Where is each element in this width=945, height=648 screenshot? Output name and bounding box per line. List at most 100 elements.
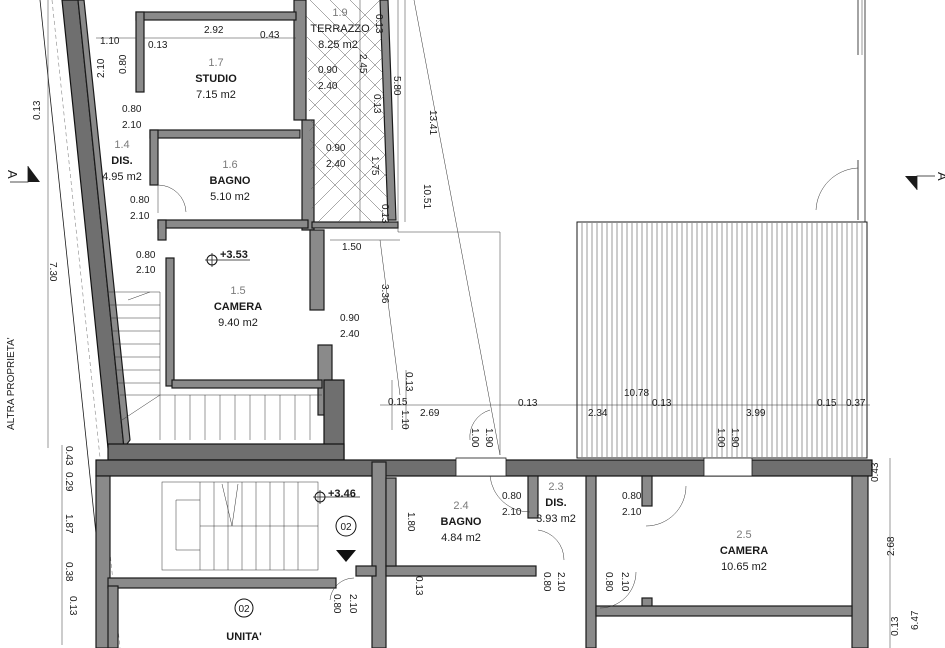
svg-text:1.80: 1.80 (405, 512, 416, 532)
svg-text:0.13: 0.13 (379, 204, 390, 224)
svg-text:0.80: 0.80 (603, 572, 614, 592)
lower-door-swings (329, 475, 687, 609)
svg-text:2.34: 2.34 (588, 408, 608, 419)
svg-text:2.10: 2.10 (555, 572, 566, 592)
section-mark-right: A (905, 172, 945, 190)
svg-text:10.78: 10.78 (624, 388, 649, 399)
svg-text:8.25 m2: 8.25 m2 (318, 39, 358, 51)
svg-text:1.10: 1.10 (100, 36, 120, 47)
svg-text:2.45: 2.45 (357, 54, 368, 74)
room-bagno-1: 1.6 BAGNO 5.10 m2 (210, 159, 251, 203)
svg-text:0.43: 0.43 (260, 30, 280, 41)
svg-text:2.10: 2.10 (347, 594, 358, 614)
svg-text:6.47: 6.47 (910, 610, 921, 630)
svg-text:2.5: 2.5 (736, 529, 751, 541)
svg-text:A: A (935, 172, 945, 181)
svg-text:0.80: 0.80 (331, 594, 342, 614)
lower-staircase (161, 481, 319, 571)
svg-text:0.80: 0.80 (122, 104, 142, 115)
svg-text:+3.46: +3.46 (328, 488, 356, 500)
svg-text:4.95 m2: 4.95 m2 (102, 171, 142, 183)
svg-text:0.43: 0.43 (63, 446, 74, 466)
svg-text:2.68: 2.68 (886, 536, 897, 556)
svg-text:UNITA': UNITA' (226, 631, 262, 643)
svg-text:7.30: 7.30 (47, 262, 58, 282)
upper-staircase (108, 291, 322, 440)
svg-text:0.29: 0.29 (63, 472, 74, 492)
svg-text:2.40: 2.40 (340, 329, 360, 340)
svg-text:1.87: 1.87 (63, 514, 74, 534)
svg-text:5.10 m2: 5.10 m2 (210, 191, 250, 203)
svg-text:0.13: 0.13 (373, 14, 384, 34)
svg-text:1.50: 1.50 (342, 242, 362, 253)
upper-right-boundary (815, 0, 866, 222)
svg-text:02: 02 (238, 604, 250, 615)
side-label: ALTRA PROPRIETA' (6, 337, 17, 430)
svg-text:2.10: 2.10 (622, 507, 642, 518)
room-bagno-2: 2.4 BAGNO 4.84 m2 (441, 500, 482, 544)
svg-text:2.10: 2.10 (619, 572, 630, 592)
svg-text:3.93 m2: 3.93 m2 (536, 513, 576, 525)
svg-text:0.13: 0.13 (518, 398, 538, 409)
room-dis-2: 2.3 DIS. 3.93 m2 (536, 481, 576, 525)
room-camera-1: 1.5 CAMERA 9.40 m2 (214, 285, 262, 329)
svg-text:BAGNO: BAGNO (441, 516, 482, 528)
svg-text:1.00: 1.00 (469, 428, 480, 448)
svg-text:13.41: 13.41 (427, 110, 438, 135)
svg-text:0.38: 0.38 (63, 562, 74, 582)
svg-text:0.13: 0.13 (32, 100, 43, 120)
svg-text:1.7: 1.7 (208, 57, 223, 69)
svg-text:A: A (5, 170, 20, 179)
svg-text:0.13: 0.13 (403, 372, 414, 392)
svg-text:2.10: 2.10 (130, 211, 150, 222)
svg-text:1.9: 1.9 (332, 7, 347, 19)
svg-text:10.51: 10.51 (421, 184, 432, 209)
svg-text:DIS.: DIS. (111, 155, 132, 167)
section-mark-left: A (5, 166, 40, 183)
svg-text:0.15: 0.15 (388, 397, 408, 408)
svg-text:9.40 m2: 9.40 m2 (218, 317, 258, 329)
level-marker-upper: +3.53 (205, 249, 250, 267)
svg-text:4.84 m2: 4.84 m2 (441, 532, 481, 544)
lower-walls (95, 457, 873, 648)
svg-text:1.90: 1.90 (483, 428, 494, 448)
arrow-down-icon (336, 550, 356, 562)
unit-block: 02 UNITA' (226, 598, 262, 643)
svg-text:2.69: 2.69 (420, 408, 440, 419)
svg-text:2.3: 2.3 (548, 481, 563, 493)
svg-text:7.15 m2: 7.15 m2 (196, 89, 236, 101)
svg-text:STUDIO: STUDIO (195, 73, 237, 85)
svg-text:0.15: 0.15 (817, 398, 837, 409)
svg-text:0.80: 0.80 (622, 491, 642, 502)
svg-text:3.36: 3.36 (379, 284, 390, 304)
svg-text:0.80: 0.80 (502, 491, 522, 502)
roof-hatch-block (576, 221, 868, 459)
upper-walls (61, 0, 399, 461)
room-dis-1: 1.4 DIS. 4.95 m2 (102, 139, 142, 183)
room-studio: 1.7 STUDIO 7.15 m2 (195, 57, 237, 101)
svg-text:2.10: 2.10 (96, 58, 107, 78)
dimension-lines (47, 0, 891, 648)
upper-door-swings (157, 184, 491, 441)
svg-text:0.80: 0.80 (130, 195, 150, 206)
svg-text:02: 02 (340, 522, 352, 533)
room-terrazzo: 1.9 TERRAZZO 8.25 m2 (310, 7, 370, 51)
svg-text:0.37: 0.37 (846, 398, 866, 409)
svg-text:0.90: 0.90 (318, 65, 338, 76)
svg-text:1.4: 1.4 (114, 139, 129, 151)
svg-text:0.13: 0.13 (148, 40, 168, 51)
svg-text:0.13: 0.13 (67, 596, 78, 616)
svg-text:2.4: 2.4 (453, 500, 468, 512)
svg-text:0.13: 0.13 (371, 94, 382, 114)
svg-text:3.99: 3.99 (746, 408, 766, 419)
svg-text:2.10: 2.10 (136, 265, 156, 276)
svg-text:BAGNO: BAGNO (210, 175, 251, 187)
svg-text:2.40: 2.40 (326, 159, 346, 170)
svg-text:2.10: 2.10 (502, 507, 522, 518)
svg-text:0.13: 0.13 (652, 398, 672, 409)
svg-text:1.75: 1.75 (369, 156, 380, 176)
svg-text:1.10: 1.10 (399, 410, 410, 430)
svg-text:0.80: 0.80 (541, 572, 552, 592)
svg-text:CAMERA: CAMERA (720, 545, 768, 557)
